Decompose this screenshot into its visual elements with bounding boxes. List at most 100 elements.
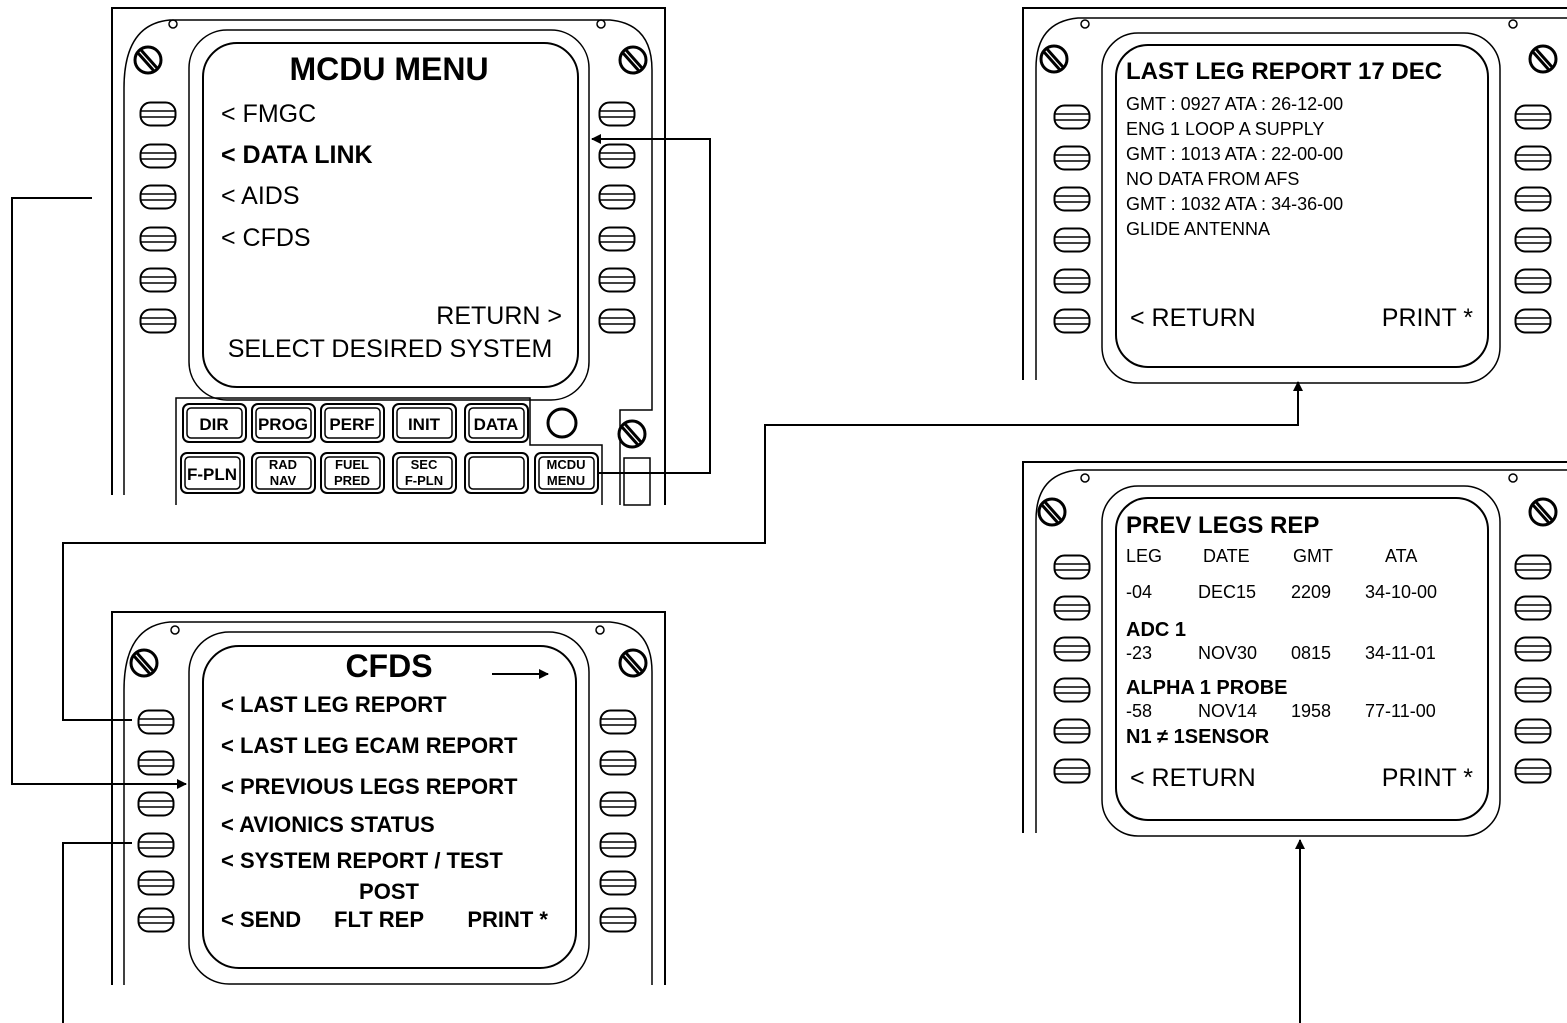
screw-icon [1528, 44, 1558, 74]
svg-text:PRED: PRED [334, 473, 370, 488]
last-leg-line-6: GLIDE ANTENNA [1126, 219, 1270, 239]
screw-icon [129, 648, 159, 678]
svg-text:PERF: PERF [329, 415, 374, 434]
cfds-title: CFDS [345, 648, 432, 684]
svg-text:NAV: NAV [270, 473, 297, 488]
svg-text:-23: -23 [1126, 643, 1152, 663]
screw-icon [618, 648, 648, 678]
prev-legs-row: -58 NOV14 1958 77-11-00 N1 ≠ 1SENSOR [1126, 701, 1436, 748]
svg-text:-58: -58 [1126, 701, 1152, 721]
connector-mcdu-menu-key [591, 134, 711, 474]
screw-icon [618, 45, 648, 75]
svg-text:77-11-00: 77-11-00 [1365, 701, 1436, 721]
svg-text:ALPHA 1 PROBE: ALPHA 1 PROBE [1126, 677, 1288, 699]
connector-system-report [62, 842, 132, 1023]
header-ata: ATA [1385, 546, 1417, 566]
svg-text:DEC15: DEC15 [1198, 582, 1256, 602]
cfds-item-last-leg-report[interactable]: < LAST LEG REPORT [221, 692, 447, 717]
last-leg-line-2: ENG 1 LOOP A SUPPLY [1126, 119, 1324, 139]
perf-key[interactable]: PERF [320, 403, 385, 443]
flow-connectors [11, 134, 1305, 1023]
svg-text:PROG: PROG [258, 415, 308, 434]
cfds-unit: CFDS < LAST LEG REPORT < LAST LEG ECAM R… [111, 611, 666, 985]
prev-legs-left-lsk-column[interactable] [1053, 554, 1091, 784]
menu-item-fmgc[interactable]: < FMGC [221, 100, 316, 128]
cfds-left-lsk-column[interactable] [137, 709, 175, 933]
mcdu-menu-title: MCDU MENU [289, 51, 488, 87]
brightness-knob-icon[interactable] [546, 407, 578, 439]
svg-text:N1 ≠ 1SENSOR: N1 ≠ 1SENSOR [1126, 726, 1270, 748]
last-leg-line-3: GMT : 1013 ATA : 22-00-00 [1126, 144, 1343, 164]
header-gmt: GMT [1293, 546, 1333, 566]
svg-text:NOV14: NOV14 [1198, 701, 1257, 721]
svg-text:DATA: DATA [474, 415, 519, 434]
mcdu-right-lsk-column[interactable] [598, 101, 636, 334]
prev-legs-row: -23 NOV30 0815 34-11-01 ALPHA 1 PROBE [1126, 643, 1436, 699]
menu-item-data-link[interactable]: < DATA LINK [221, 141, 373, 169]
cfds-print-prompt[interactable]: PRINT * [467, 907, 548, 932]
cfds-item-avionics-status[interactable]: < AVIONICS STATUS [221, 812, 435, 837]
prev-legs-print-prompt[interactable]: PRINT * [1382, 764, 1473, 792]
cfds-item-last-leg-ecam-report[interactable]: < LAST LEG ECAM REPORT [221, 733, 518, 758]
svg-text:NOV30: NOV30 [1198, 643, 1257, 663]
last-leg-print-prompt[interactable]: PRINT * [1382, 304, 1473, 332]
cfds-send-prompt[interactable]: < SEND [221, 907, 301, 932]
svg-text:1958: 1958 [1291, 701, 1331, 721]
svg-text:SEC: SEC [411, 457, 438, 472]
svg-text:-04: -04 [1126, 582, 1152, 602]
header-leg: LEG [1126, 546, 1162, 566]
screw-icon [1039, 44, 1069, 74]
connector-to-previous-legs [11, 197, 187, 789]
prev-legs-title: PREV LEGS REP [1126, 512, 1319, 539]
svg-text:RAD: RAD [269, 457, 297, 472]
last-leg-report-title: LAST LEG REPORT 17 DEC [1126, 58, 1442, 85]
last-leg-left-lsk-column[interactable] [1053, 104, 1091, 334]
last-leg-right-lsk-column[interactable] [1514, 104, 1552, 334]
cfds-post-label: POST [359, 879, 419, 904]
screw-icon [1037, 497, 1067, 527]
svg-text:FUEL: FUEL [335, 457, 369, 472]
header-date: DATE [1203, 546, 1250, 566]
last-leg-line-5: GMT : 1032 ATA : 34-36-00 [1126, 194, 1343, 214]
svg-text:INIT: INIT [408, 415, 441, 434]
dir-key[interactable]: DIR [182, 403, 247, 443]
screw-icon [1528, 497, 1558, 527]
cfds-item-system-report-test[interactable]: < SYSTEM REPORT / TEST [221, 848, 503, 873]
prev-legs-return-prompt[interactable]: < RETURN [1130, 764, 1256, 792]
last-leg-line-4: NO DATA FROM AFS [1126, 169, 1299, 189]
menu-item-cfds[interactable]: < CFDS [221, 224, 311, 252]
prev-legs-right-lsk-column[interactable] [1514, 554, 1552, 784]
prog-key[interactable]: PROG [251, 403, 316, 443]
mcdu-left-lsk-column[interactable] [139, 101, 177, 334]
cfds-right-lsk-column[interactable] [599, 709, 637, 933]
data-key[interactable]: DATA [464, 403, 529, 443]
blank-key[interactable] [464, 452, 529, 494]
mcdu-menu-unit: MCDU MENU < FMGC < DATA LINK < AIDS < CF… [111, 7, 666, 506]
last-leg-report-unit: LAST LEG REPORT 17 DEC GMT : 0927 ATA : … [1022, 7, 1567, 384]
cfds-item-previous-legs-report[interactable]: < PREVIOUS LEGS REPORT [221, 774, 518, 799]
svg-text:MENU: MENU [547, 473, 585, 488]
screw-icon [133, 45, 163, 75]
select-system-prompt: SELECT DESIRED SYSTEM [228, 335, 553, 363]
menu-item-aids[interactable]: < AIDS [221, 182, 300, 210]
cfds-flt-rep-label[interactable]: FLT REP [334, 907, 424, 932]
f-pln-key[interactable]: F-PLN [180, 452, 245, 494]
prev-legs-row: -04 DEC15 2209 34-10-00 ADC 1 [1126, 582, 1437, 641]
svg-text:MCDU: MCDU [547, 457, 586, 472]
mcdu-return-prompt[interactable]: RETURN > [436, 302, 562, 330]
svg-text:0815: 0815 [1291, 643, 1331, 663]
svg-text:2209: 2209 [1291, 582, 1331, 602]
screw-icon [617, 419, 647, 449]
last-leg-return-prompt[interactable]: < RETURN [1130, 304, 1256, 332]
connector-to-last-leg-report [62, 381, 1303, 721]
svg-text:DIR: DIR [199, 415, 228, 434]
svg-text:34-10-00: 34-10-00 [1365, 582, 1437, 602]
svg-text:F-PLN: F-PLN [405, 473, 443, 488]
init-key[interactable]: INIT [392, 403, 457, 443]
